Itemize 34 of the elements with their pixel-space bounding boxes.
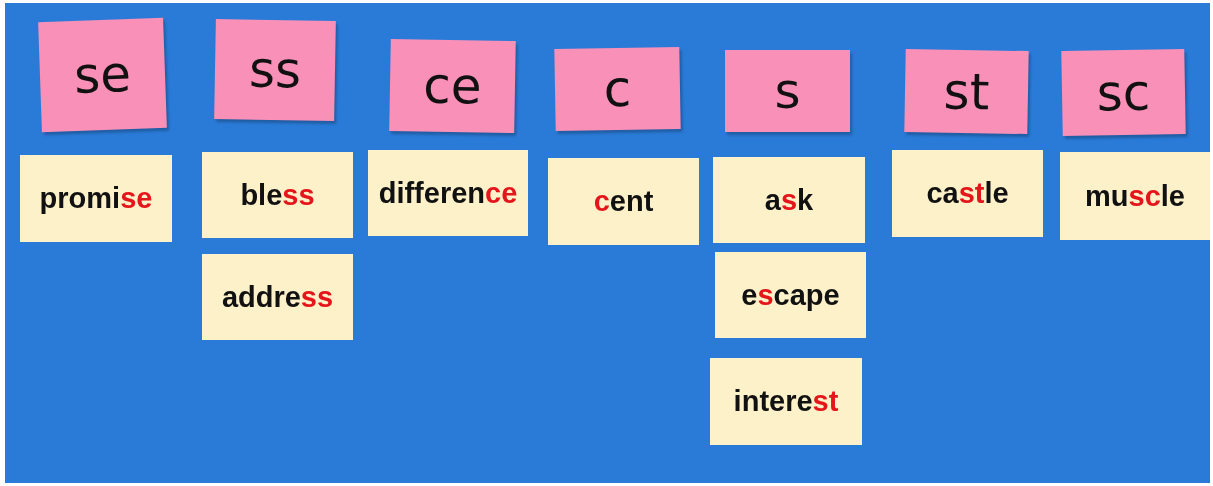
- word-label: cent: [593, 185, 654, 218]
- spelling-label: ce: [422, 56, 483, 116]
- word-label: ask: [764, 183, 814, 217]
- word-label: promise: [39, 182, 153, 215]
- spelling-label: c: [603, 59, 632, 119]
- sticky-note: [214, 18, 336, 122]
- word-label: difference: [378, 176, 518, 210]
- word-card: [202, 254, 353, 340]
- word-card: [1060, 152, 1210, 240]
- spelling-label: s: [774, 62, 801, 120]
- sticky-note: [1061, 48, 1186, 137]
- word-label: interest: [733, 385, 839, 418]
- spelling-label: sc: [1096, 63, 1151, 122]
- spelling-label: ss: [248, 40, 302, 100]
- spelling-label: st: [943, 62, 990, 121]
- word-card: [713, 157, 865, 243]
- sticky-note: [389, 38, 516, 134]
- word-label: muscle: [1085, 179, 1185, 213]
- word-label: bless: [240, 178, 315, 212]
- sticky-note: [554, 46, 681, 132]
- word-label: address: [221, 280, 334, 314]
- word-card: [892, 150, 1043, 237]
- sticky-note: [38, 17, 167, 133]
- word-card: [368, 150, 528, 236]
- word-label: castle: [926, 177, 1009, 210]
- word-card: [715, 252, 866, 338]
- word-card: [20, 155, 172, 242]
- word-card: [710, 358, 862, 445]
- sticky-note: [725, 50, 850, 132]
- word-card: [548, 158, 699, 245]
- word-card: [202, 152, 353, 238]
- spelling-label: se: [73, 45, 132, 105]
- sticky-note: [904, 48, 1029, 135]
- word-label: escape: [741, 278, 840, 312]
